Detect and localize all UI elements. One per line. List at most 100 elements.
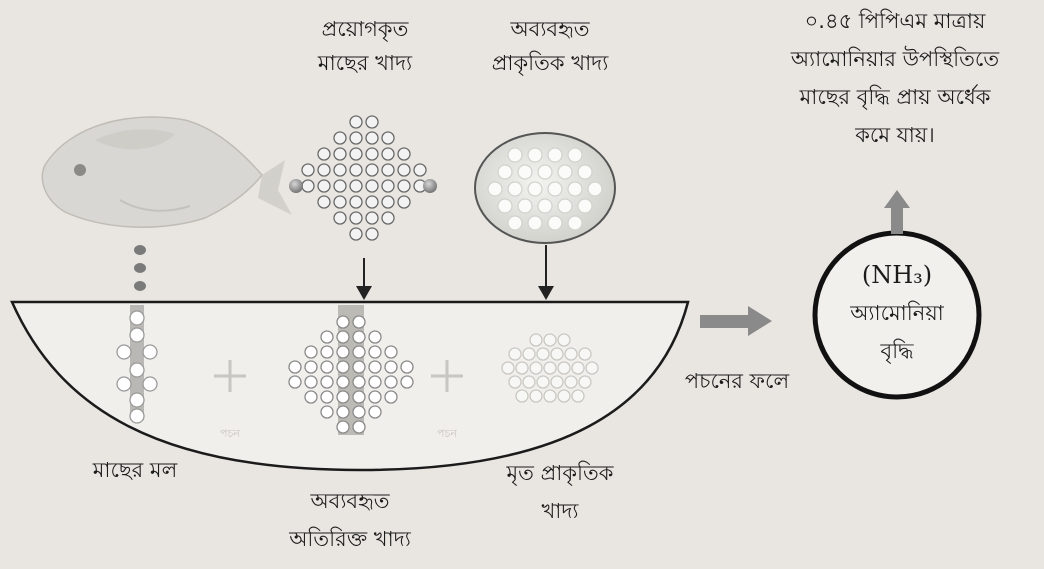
applied-feed-label-2: মাছের খাদ্য — [300, 48, 430, 78]
pond-feed-pellet — [305, 346, 317, 358]
dead-food-bubble — [537, 348, 549, 360]
waste-bubble — [143, 377, 157, 391]
dead-food-bubble — [523, 376, 535, 388]
dead-food-bubble — [544, 362, 556, 374]
dead-food-bubble — [544, 390, 556, 402]
dead-food-bubble — [565, 376, 577, 388]
pond-feed-pellet — [353, 361, 365, 373]
natural-food-bubble — [508, 182, 522, 196]
increase-label: বৃদ্ধি — [817, 336, 977, 366]
faint-label-left: পচন — [205, 428, 255, 440]
fish-icon — [42, 117, 292, 227]
feed-pellet — [366, 164, 378, 176]
feed-pellet — [334, 164, 346, 176]
dead-food-bubble — [537, 376, 549, 388]
feed-pellet — [350, 164, 362, 176]
applied-feed-label-1: প্রয়োগকৃত — [300, 14, 430, 44]
dead-food-bubble — [558, 334, 570, 346]
pond-feed-pellet — [337, 361, 349, 373]
pond-feed-pellet — [321, 376, 333, 388]
arrow-right-icon — [700, 306, 772, 336]
feed-pellet — [382, 148, 394, 160]
dead-food-bubble — [579, 376, 591, 388]
feed-pellet — [382, 180, 394, 192]
natural-food-bubble — [508, 216, 522, 230]
dead-food-bubble — [509, 348, 521, 360]
dead-food-bubble — [516, 362, 528, 374]
dead-food-bubble — [565, 348, 577, 360]
pond-feed-pellet — [369, 391, 381, 403]
unused-extra-label-2: অতিরিক্ত খাদ্য — [270, 524, 430, 554]
feed-pellet — [318, 180, 330, 192]
dead-food-bubble — [544, 334, 556, 346]
dead-food-bubble — [509, 376, 521, 388]
feed-pellet — [350, 148, 362, 160]
natural-food-bubble — [528, 216, 542, 230]
note-line-3: মাছের বৃদ্ধি প্রায় অর্ধেক — [745, 82, 1044, 112]
dead-food-bubble — [530, 362, 542, 374]
waste-bubble — [143, 345, 157, 359]
feed-pellet — [334, 196, 346, 208]
natural-food-bubble — [508, 148, 522, 162]
pond-feed-pellet — [321, 331, 333, 343]
waste-bubble — [117, 377, 131, 391]
feed-pellet — [334, 148, 346, 160]
natural-food-bubble — [568, 182, 582, 196]
feed-pellet — [366, 212, 378, 224]
natural-food-bubble — [498, 165, 512, 179]
feed-pellet — [350, 212, 362, 224]
dead-food-bubble — [572, 390, 584, 402]
natural-food-bubble — [568, 148, 582, 162]
feed-pellet — [350, 132, 362, 144]
natural-food-bubble — [558, 199, 572, 213]
dead-food-bubble — [558, 362, 570, 374]
natural-food-oval — [475, 133, 615, 243]
pond-feed-pellet — [337, 421, 349, 433]
dead-food-bubble — [530, 334, 542, 346]
dead-food-bubble — [572, 362, 584, 374]
faint-label-right: পচন — [422, 428, 472, 440]
dead-food-bubble — [523, 348, 535, 360]
pond-feed-pellet — [337, 331, 349, 343]
dead-food-bubble — [558, 390, 570, 402]
arrow-up-icon — [884, 190, 910, 234]
natural-food-bubble — [548, 182, 562, 196]
dead-food-bubble — [579, 348, 591, 360]
natural-food-bubble — [498, 199, 512, 213]
feed-pellet — [382, 196, 394, 208]
natural-food-bubble — [548, 148, 562, 162]
feed-pellet — [398, 164, 410, 176]
dead-food-bubble — [551, 348, 563, 360]
dead-natural-label-1: মৃত প্রাকৃতিক — [470, 458, 650, 488]
feed-pellet — [366, 116, 378, 128]
unused-extra-label-1: অব্যবহৃত — [270, 486, 430, 516]
down-arrow-natural — [538, 245, 554, 300]
natural-food-bubble — [538, 199, 552, 213]
feed-pellet — [398, 196, 410, 208]
pond-feed-pellet — [385, 376, 397, 388]
nh3-formula: (NH₃) — [817, 260, 977, 290]
pond-feed-pellet — [353, 376, 365, 388]
note-line-2: অ্যামোনিয়ার উপস্থিতিতে — [745, 44, 1044, 74]
pond-feed-pellet — [401, 361, 413, 373]
pond-feed-pellet — [385, 346, 397, 358]
feed-pellet — [382, 212, 394, 224]
dead-natural-label-2: খাদ্য — [470, 496, 650, 526]
feed-pellet — [398, 180, 410, 192]
pond-feed-pellet — [353, 346, 365, 358]
waste-bubble — [117, 345, 131, 359]
natural-food-bubble — [538, 165, 552, 179]
waste-bubble — [130, 311, 144, 325]
feed-pellet — [366, 132, 378, 144]
pond-feed-pellet — [369, 346, 381, 358]
pond-feed-pellet — [369, 331, 381, 343]
feed-pellet — [302, 164, 314, 176]
dead-food-bubble — [516, 390, 528, 402]
down-arrow-feed — [356, 258, 372, 300]
natural-food-bubble — [568, 216, 582, 230]
pond-feed-pellet — [337, 376, 349, 388]
pond-feed-pellet — [337, 346, 349, 358]
natural-food-bubble — [528, 182, 542, 196]
pond-feed-pellet — [401, 376, 413, 388]
note-line-4: কমে যায়। — [745, 120, 1044, 150]
